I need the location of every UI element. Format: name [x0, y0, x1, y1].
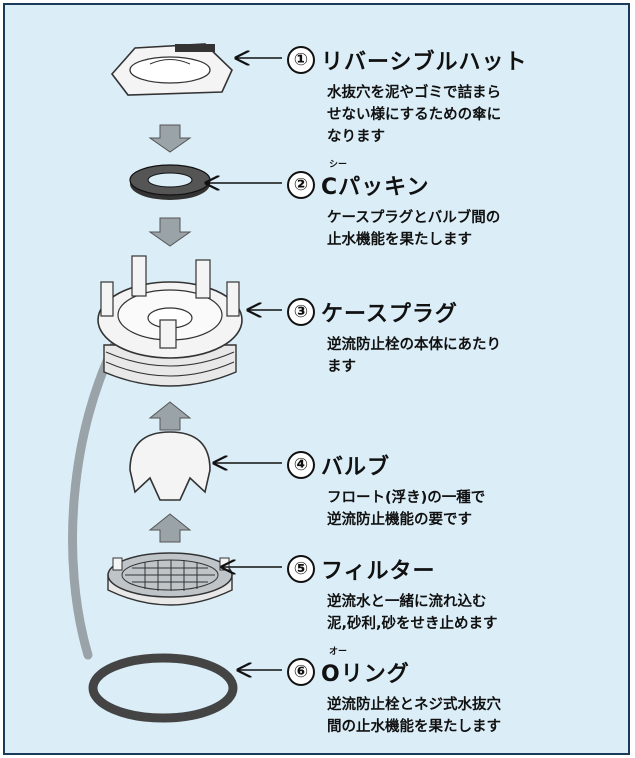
part-number-3: ③: [287, 298, 315, 326]
part-desc-1: 水抜穴を泥やゴミで詰まら せない様にするための傘に なります: [327, 85, 502, 145]
part-name-3: ケースプラグ: [321, 302, 458, 327]
case-plug-illustration: [97, 255, 243, 387]
c-packing-illustration: [129, 164, 211, 200]
part-number-6: ⑥: [287, 658, 315, 686]
part-number-5: ⑤: [287, 555, 315, 583]
part-ruby-6: オー: [329, 647, 348, 657]
part-desc-5: 逆流水と一緒に流れ込む 泥,砂利,砂をせき止めます: [327, 594, 498, 632]
valve-illustration: [129, 431, 211, 501]
part-name-5: フィルター: [321, 559, 436, 584]
diagram-frame: [3, 3, 630, 755]
part-ruby-2: シー: [329, 160, 348, 170]
assembly-return-arrow: [68, 333, 123, 660]
part-desc-6: 逆流防止栓とネジ式水抜穴 間の止水機能を果たします: [327, 697, 501, 735]
flow-arrow-up-2: [148, 513, 192, 543]
flow-arrow-down-1: [148, 124, 192, 153]
part-desc-2: ケースプラグとバルブ間の 止水機能を果たします: [327, 210, 501, 248]
part-number-1: ①: [287, 46, 315, 74]
flow-arrow-up-1: [148, 401, 192, 431]
part-desc-3: 逆流防止栓の本体にあたり ます: [327, 337, 501, 375]
part-desc-4: フロート(浮き)の一種で 逆流防止機能の要です: [327, 490, 486, 528]
part-name-4: バルブ: [321, 455, 391, 480]
part-number-2: ②: [287, 171, 315, 199]
reversible-hat-illustration: [110, 43, 233, 96]
flow-arrow-down-2: [148, 217, 192, 247]
part-name-2: Cパッキン: [321, 175, 430, 200]
part-number-4: ④: [287, 451, 315, 479]
part-name-6: Oリング: [321, 662, 410, 687]
part-name-1: リバーシブルハット: [321, 50, 528, 75]
o-ring-illustration: [88, 653, 238, 723]
filter-illustration: [107, 552, 233, 606]
